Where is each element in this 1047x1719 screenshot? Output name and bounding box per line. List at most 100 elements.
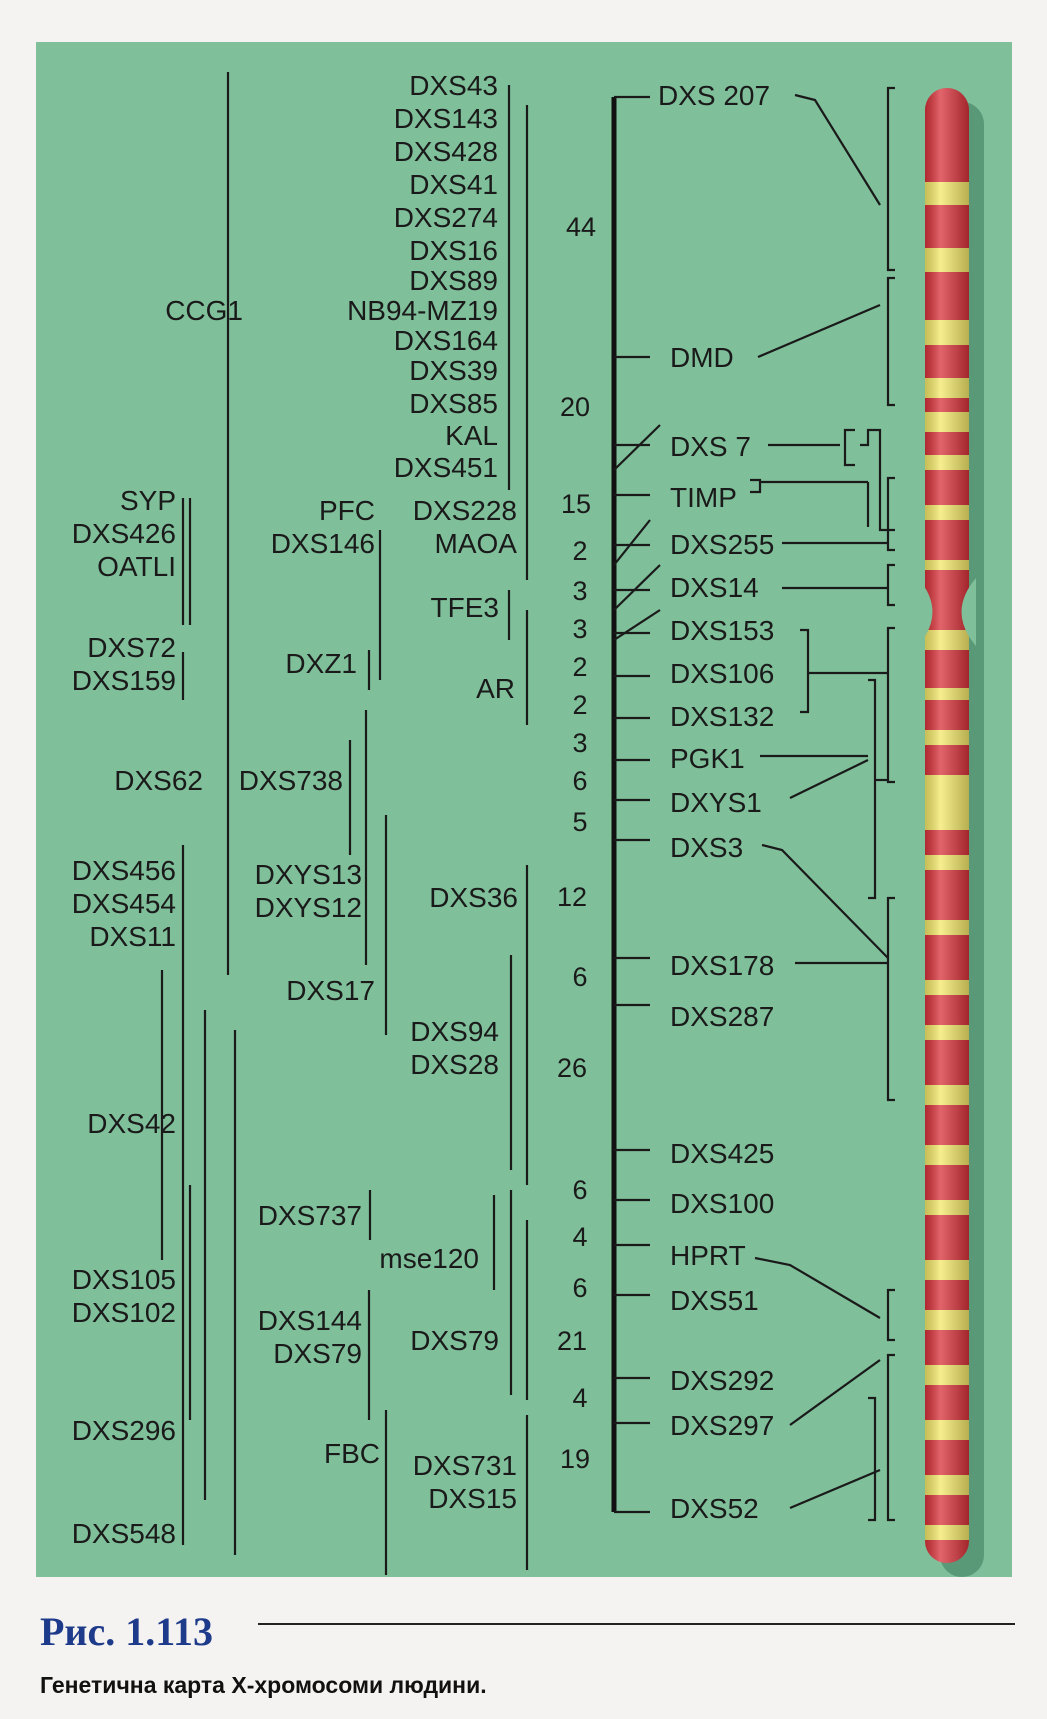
locus-col3-16: AR: [476, 673, 515, 704]
chromo-bracket-1: [886, 86, 895, 272]
locus-col1-11: DXS102: [72, 1297, 176, 1328]
distance-10: 5: [572, 807, 587, 837]
locus-col1-5: DXS62: [114, 765, 203, 796]
locus-col3-8: DXS164: [394, 325, 498, 356]
distance-7: 2: [572, 690, 587, 720]
locus-col2-5: DXYS13: [255, 859, 362, 890]
distance-9: 6: [572, 766, 587, 796]
distance-8: 3: [572, 728, 587, 758]
map-panel: [36, 42, 1012, 1577]
distance-19: 19: [560, 1444, 590, 1474]
locus-col1-4: DXS159: [72, 665, 176, 696]
locus-col3-7: NB94-MZ19: [347, 295, 498, 326]
link-dxs153-bracket: [800, 628, 810, 714]
axis-locus-2: DXS 7: [670, 431, 751, 462]
locus-col1-8: DXS11: [89, 921, 176, 952]
locus-col1-13: DXS548: [72, 1518, 176, 1549]
distance-17: 21: [557, 1326, 587, 1356]
distance-6: 2: [572, 652, 587, 682]
locus-col3-18: DXS94: [410, 1016, 499, 1047]
axis-locus-11: DXS3: [670, 832, 743, 863]
distance-0: 44: [566, 212, 596, 242]
locus-col3-5: DXS16: [409, 235, 498, 266]
locus-col1-10: DXS105: [72, 1264, 176, 1295]
centromere: [918, 578, 976, 646]
axis-locus-16: HPRT: [670, 1240, 746, 1271]
distance-13: 26: [557, 1053, 587, 1083]
axis-locus-13: DXS287: [670, 1001, 774, 1032]
distance-12: 6: [572, 962, 587, 992]
link-dxs3: [761, 843, 889, 959]
locus-col3-11: KAL: [445, 420, 498, 451]
distance-1: 20: [560, 392, 590, 422]
axis-locus-8: DXS132: [670, 701, 774, 732]
link-dxs52: [789, 1468, 881, 1510]
link-dxs207: [794, 93, 881, 206]
locus-col2-6: DXYS12: [255, 892, 362, 923]
locus-col1-7: DXS454: [72, 888, 176, 919]
chromo-bracket-5: [886, 626, 895, 784]
axis-locus-19: DXS297: [670, 1410, 774, 1441]
locus-col3-12: DXS451: [394, 452, 498, 483]
link-dxs7-bracket: [843, 428, 855, 467]
locus-col2-9: DXS144: [258, 1305, 362, 1336]
axis-locus-15: DXS100: [670, 1188, 774, 1219]
distance-5: 3: [572, 614, 587, 644]
locus-col3-1: DXS143: [394, 103, 498, 134]
locus-col1-6: DXS456: [72, 855, 176, 886]
axis-connector-dxs7: [613, 424, 661, 471]
locus-col3-6: DXS89: [409, 265, 498, 296]
link-dxs52-bracket: [868, 1396, 877, 1522]
chromo-bracket-7: [886, 1288, 895, 1342]
locus-col2-2: DXS146: [271, 528, 375, 559]
locus-col3-15: TFE3: [431, 592, 499, 623]
locus-col3-3: DXS41: [409, 169, 498, 200]
locus-col2-8: DXS737: [258, 1200, 362, 1231]
chromo-bracket-4: [886, 563, 895, 607]
link-dmd: [757, 303, 881, 359]
locus-col3-22: DXS731: [413, 1450, 517, 1481]
axis-connector-dxs153: [613, 609, 661, 641]
distance-3: 2: [572, 536, 587, 566]
chromo-bracket-6: [886, 896, 895, 1102]
locus-col2-4: DXS738: [239, 765, 343, 796]
locus-col2-7: DXS17: [286, 975, 375, 1006]
link-hprt: [754, 1256, 881, 1319]
axis-locus-1: DMD: [670, 342, 734, 373]
map-lines: [160, 72, 895, 1575]
locus-col3-0: DXS43: [409, 70, 498, 101]
figure-caption: Генетична карта Х-хромосоми людини.: [40, 1672, 487, 1698]
axis-locus-17: DXS51: [670, 1285, 759, 1316]
axis-locus-18: DXS292: [670, 1365, 774, 1396]
link-dxs7-group: [860, 428, 895, 532]
axis-locus-6: DXS153: [670, 615, 774, 646]
locus-col1-2: OATLI: [97, 551, 176, 582]
axis-locus-14: DXS425: [670, 1138, 774, 1169]
locus-col2-0: CCG1: [165, 295, 243, 326]
distance-18: 4: [572, 1383, 587, 1413]
locus-col2-11: FBC: [324, 1438, 380, 1469]
figure-number: Рис. 1.113: [40, 1609, 214, 1654]
locus-col3-10: DXS85: [409, 388, 498, 419]
chromo-bracket-2: [886, 276, 895, 407]
locus-col3-20: mse120: [379, 1243, 479, 1274]
chromo-bracket-3: [886, 476, 895, 552]
locus-col2-10: DXS79: [273, 1338, 362, 1369]
link-timp-tick: [750, 478, 762, 494]
axis-connector-dxs255: [613, 519, 651, 566]
distance-16: 6: [572, 1273, 587, 1303]
locus-col3-13: DXS228: [413, 495, 517, 526]
link-dxys1: [789, 759, 869, 799]
locus-col2-3: DXZ1: [285, 648, 357, 679]
locus-col3-21: DXS79: [410, 1325, 499, 1356]
axis-locus-3: TIMP: [670, 482, 737, 513]
distance-2: 15: [561, 489, 591, 519]
distance-4: 3: [572, 576, 587, 606]
axis-locus-20: DXS52: [670, 1493, 759, 1524]
axis-locus-0: DXS 207: [658, 80, 770, 111]
distance-11: 12: [557, 882, 587, 912]
axis-locus-7: DXS106: [670, 658, 774, 689]
locus-col2-1: PFC: [319, 495, 375, 526]
locus-col3-9: DXS39: [409, 355, 498, 386]
